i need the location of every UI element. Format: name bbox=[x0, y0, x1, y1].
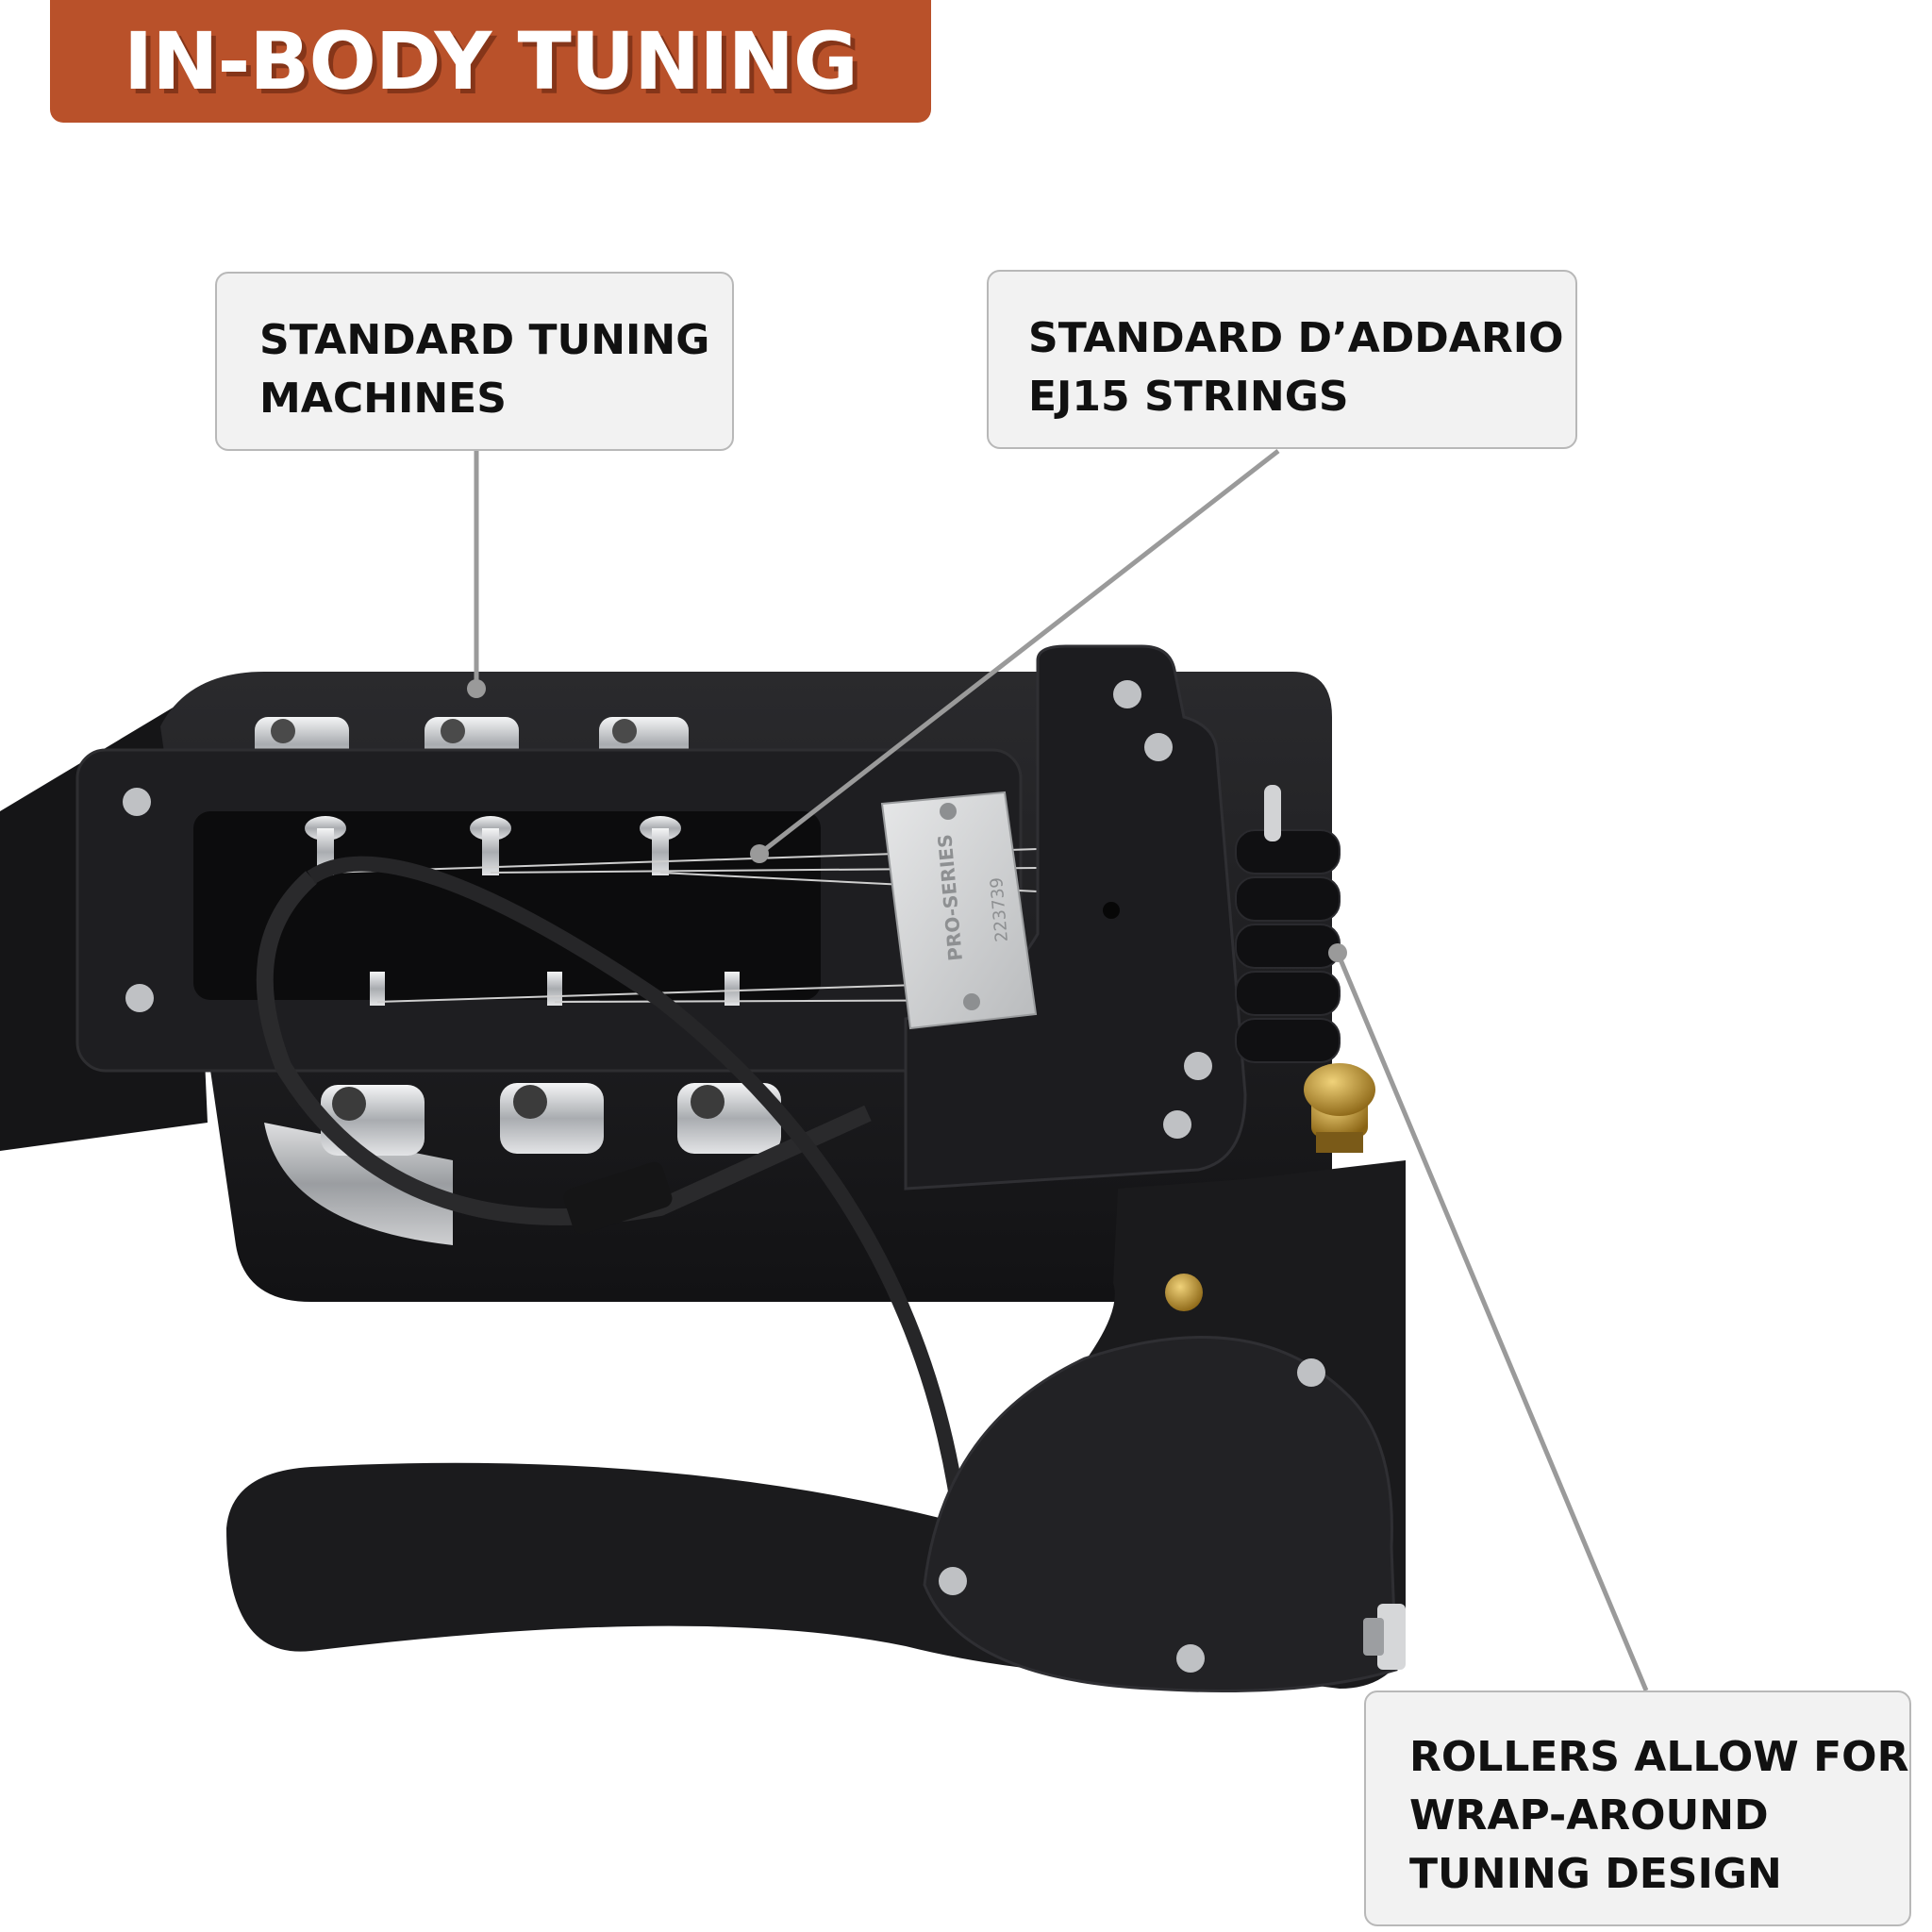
callout-tuning-machines: STANDARD TUNING MACHINES bbox=[215, 272, 734, 451]
callout-strings: STANDARD D’ADDARIO EJ15 STRINGS bbox=[987, 270, 1577, 449]
callout-rollers-line2: WRAP-AROUND bbox=[1409, 1791, 1769, 1840]
leader-lines bbox=[474, 449, 1649, 1691]
serial-plate bbox=[880, 791, 1038, 1030]
callout-rollers: ROLLERS ALLOW FOR WRAP-AROUND TUNING DES… bbox=[1364, 1690, 1911, 1926]
block-screws bbox=[1113, 680, 1212, 1139]
arm-cover bbox=[923, 1336, 1398, 1692]
page-title: IN-BODY TUNING bbox=[124, 15, 858, 108]
leader-dot-2 bbox=[750, 844, 769, 863]
callout-tuning-machines-line1: STANDARD TUNING bbox=[259, 316, 710, 364]
block-hole bbox=[1103, 902, 1120, 919]
brass-inlay bbox=[1165, 1274, 1203, 1311]
leader-dot-1 bbox=[467, 679, 486, 698]
callout-rollers-line3: TUNING DESIGN bbox=[1409, 1850, 1782, 1898]
output-jack bbox=[1363, 1604, 1406, 1670]
rollers bbox=[1235, 829, 1341, 1063]
brass-knob bbox=[1304, 1063, 1375, 1153]
roller-post bbox=[1264, 785, 1281, 841]
cable-jack bbox=[563, 1161, 673, 1235]
callout-strings-line2: EJ15 STRINGS bbox=[1028, 373, 1349, 421]
arm-screws bbox=[939, 1358, 1325, 1673]
plate-screws bbox=[123, 788, 154, 1012]
instrument-cable bbox=[256, 871, 872, 1225]
leader-dot-3 bbox=[1328, 943, 1347, 962]
string-posts-top bbox=[305, 816, 681, 875]
callout-strings-line1: STANDARD D’ADDARIO bbox=[1028, 314, 1564, 362]
callout-rollers-line1: ROLLERS ALLOW FOR bbox=[1409, 1733, 1909, 1781]
callout-tuning-machines-line2: MACHINES bbox=[259, 375, 507, 423]
title-banner: IN-BODY TUNING bbox=[50, 0, 931, 123]
